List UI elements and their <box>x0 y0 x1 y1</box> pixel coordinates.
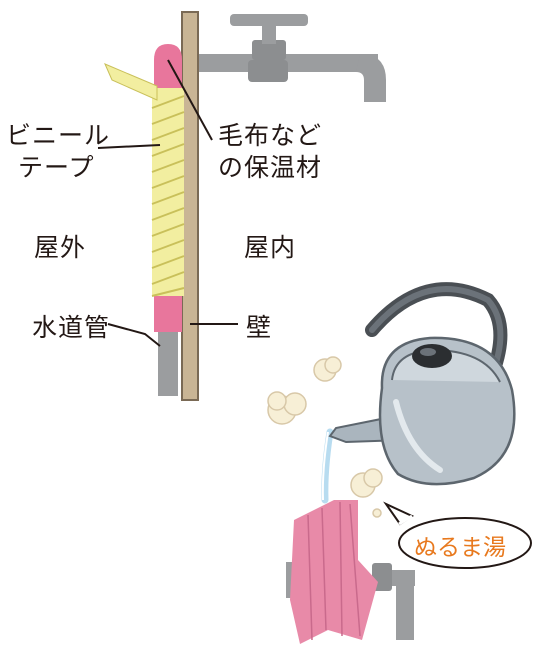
label-wall: 壁 <box>246 313 273 342</box>
faucet-icon <box>198 14 386 102</box>
hot-water-stream <box>321 428 334 504</box>
label-indoor: 屋内 <box>244 233 297 262</box>
label-insulation-line2: の保温材 <box>218 153 323 182</box>
leader-line-tape <box>97 144 161 149</box>
label-outdoor: 屋外 <box>34 233 87 262</box>
steam-icon <box>267 356 383 518</box>
wall <box>181 11 199 401</box>
kettle-icon <box>328 282 516 486</box>
wrapped-faucet-icon <box>286 500 415 644</box>
water-pipe <box>158 330 178 396</box>
speech-bubble <box>383 501 532 569</box>
label-lukewarm-water: ぬるま湯 <box>414 535 506 561</box>
label-insulation-line1: 毛布など <box>218 121 323 150</box>
vinyl-tape <box>104 63 185 297</box>
leader-line-insulation <box>167 59 213 141</box>
label-vinyl-tape-line2: テープ <box>18 153 95 182</box>
label-water-pipe: 水道管 <box>32 313 111 342</box>
leader-line-pipe <box>107 323 161 347</box>
label-vinyl-tape-line1: ビニール <box>6 121 111 150</box>
